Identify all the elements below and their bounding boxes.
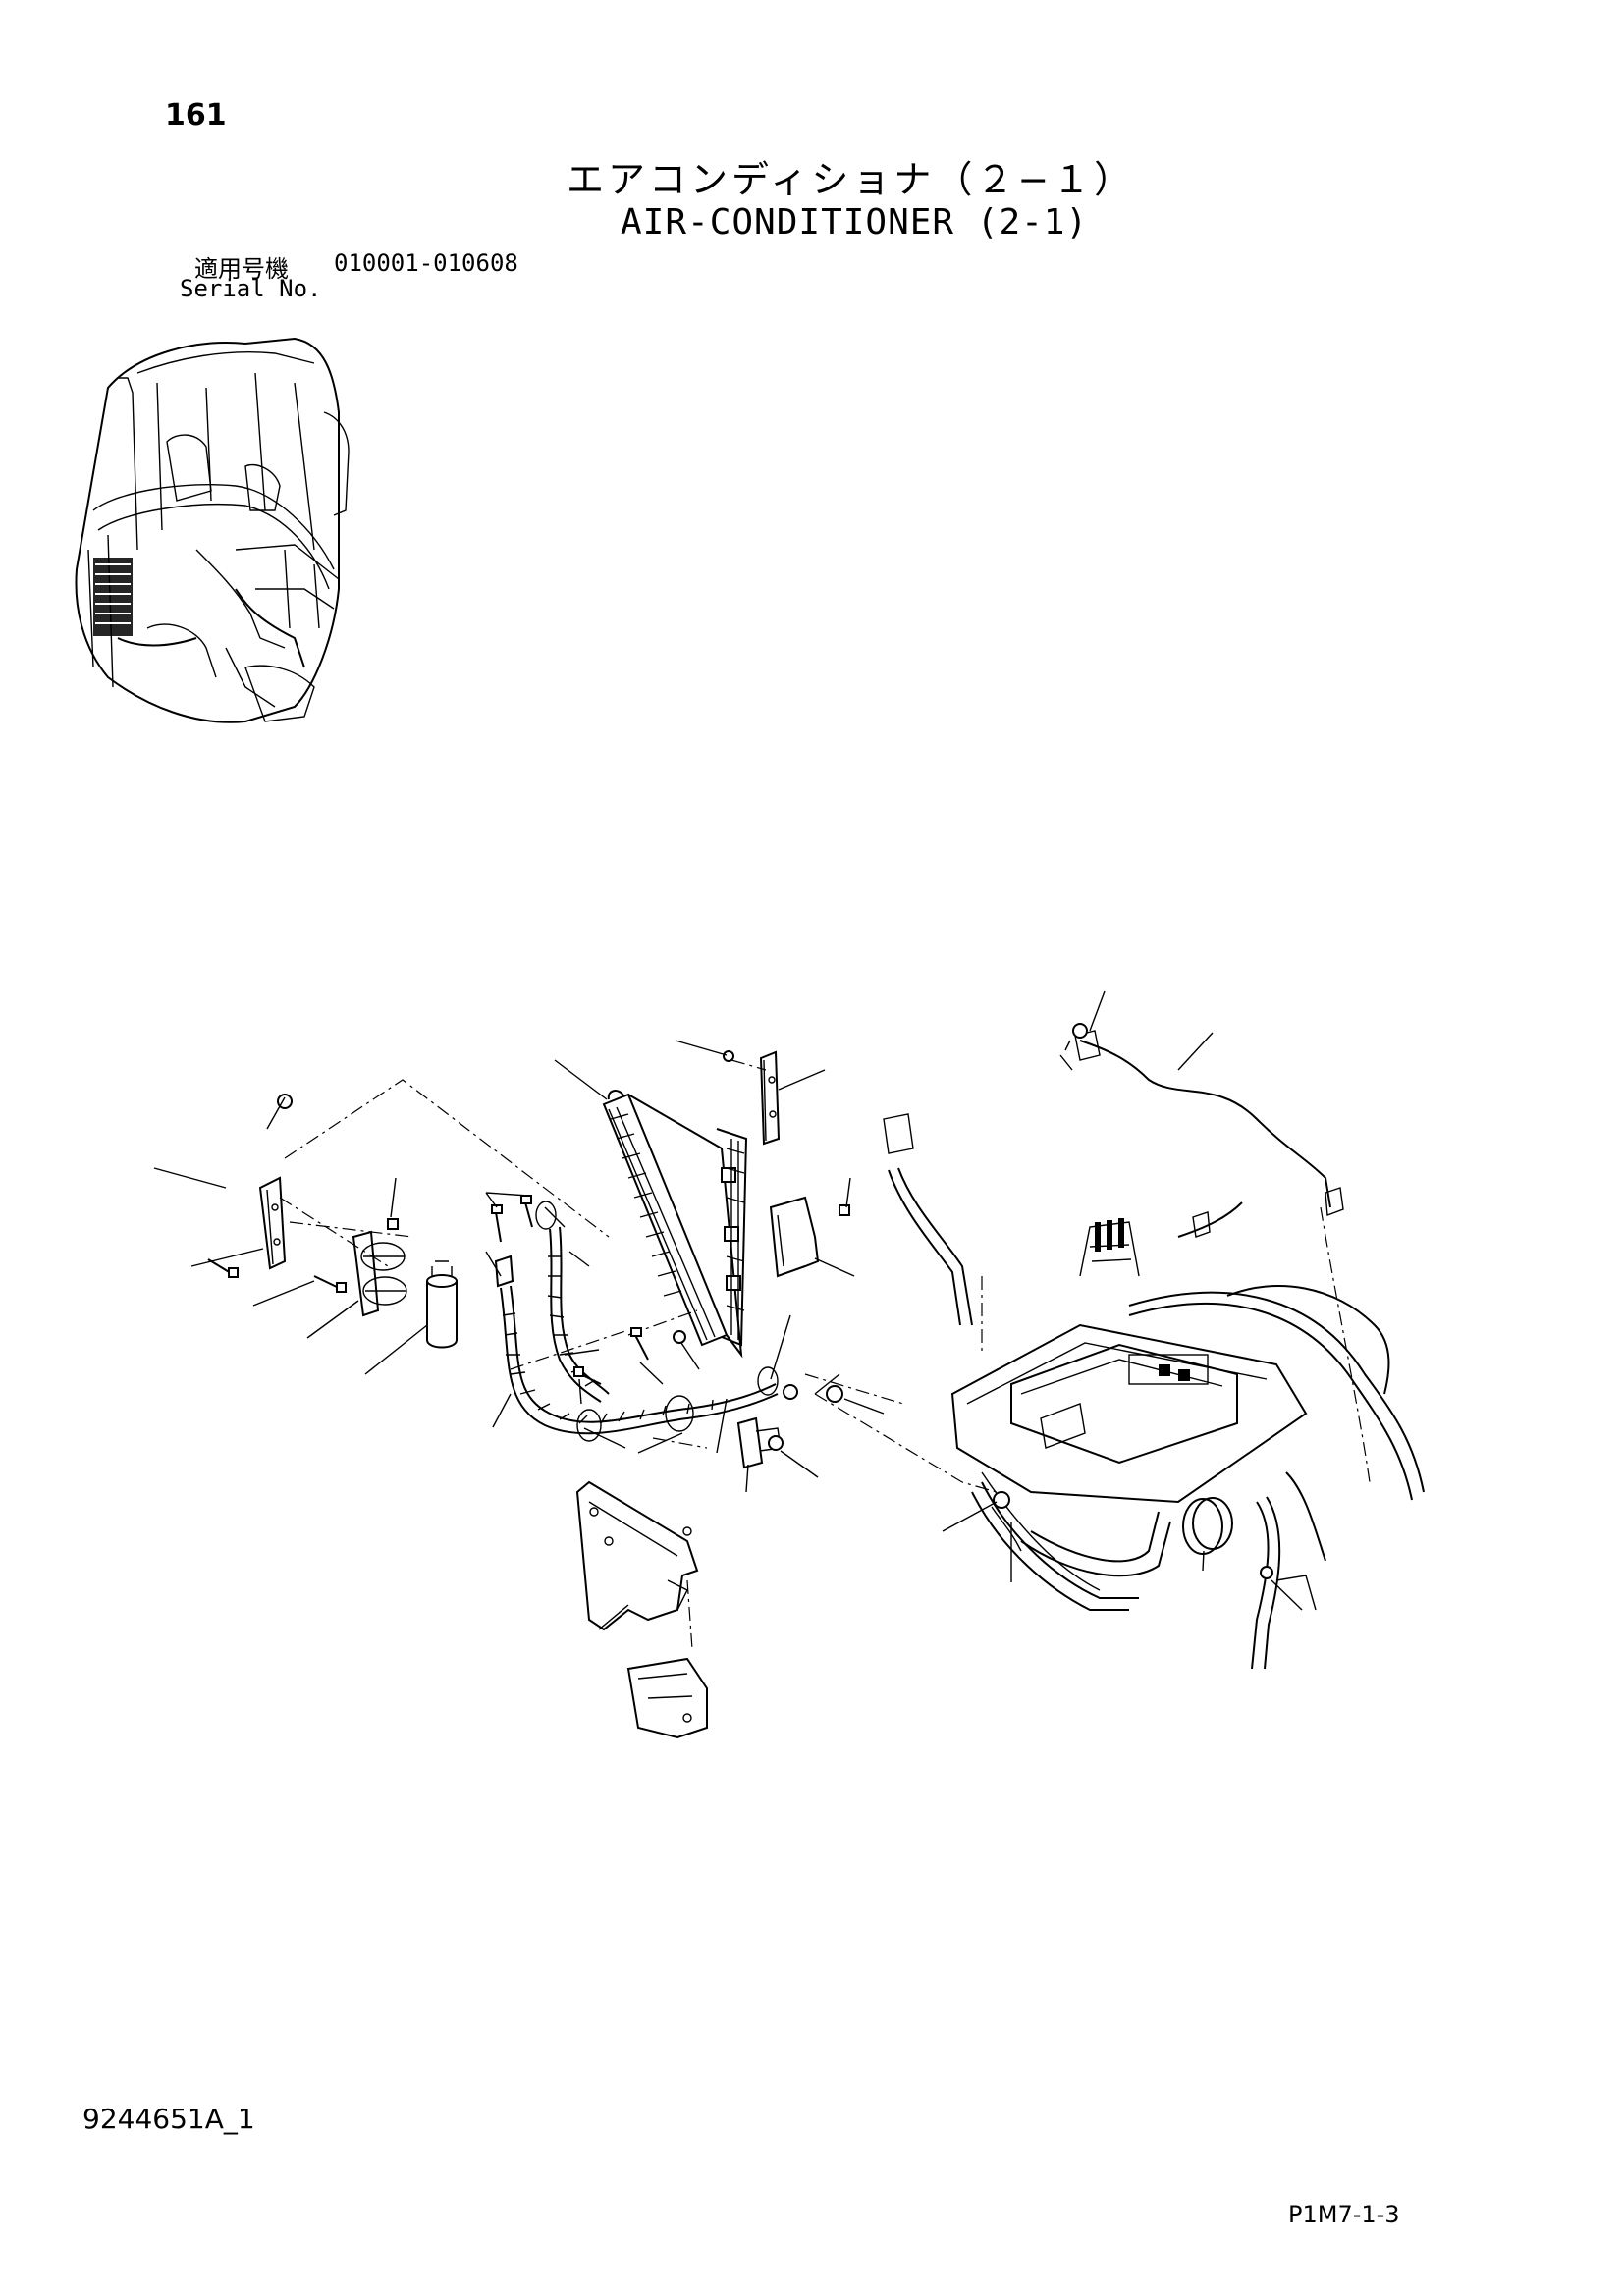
receiver-bracket — [352, 1230, 407, 1317]
serial-number-range: 010001-010608 — [334, 249, 518, 277]
page-title-japanese: エアコンディショナ（２−１） — [567, 158, 1136, 201]
serial-label-english: Serial No. — [180, 275, 322, 302]
document-number: 9244651A_1 — [82, 2103, 255, 2135]
side-bracket — [769, 1196, 820, 1278]
pressure-switch-hose — [494, 1255, 514, 1288]
left-bracket — [258, 1176, 287, 1270]
wire-harness — [1059, 1030, 1344, 1216]
drain-hose — [1192, 1497, 1233, 1550]
condenser-core — [602, 1090, 748, 1359]
figure-code: P1M7-1-3 — [1288, 2201, 1400, 2228]
cab-overview-illustration — [75, 337, 350, 723]
page-number: 161 — [165, 98, 227, 133]
cover-plate — [575, 1480, 699, 1631]
cover-bracket — [626, 1657, 708, 1739]
leader-lines — [153, 990, 1303, 1630]
assembly-lines — [279, 1059, 1371, 1650]
fasteners — [207, 1023, 1273, 1579]
serial-label-japanese: 適用号機 — [194, 255, 289, 283]
receiver-dryer — [426, 1260, 458, 1349]
upper-bracket — [759, 1050, 781, 1146]
page-title-english: AIR-CONDITIONER (2-1) — [621, 202, 1089, 242]
refrigerant-hoses — [500, 1201, 779, 1442]
air-conditioner-unit — [883, 1113, 1425, 1670]
